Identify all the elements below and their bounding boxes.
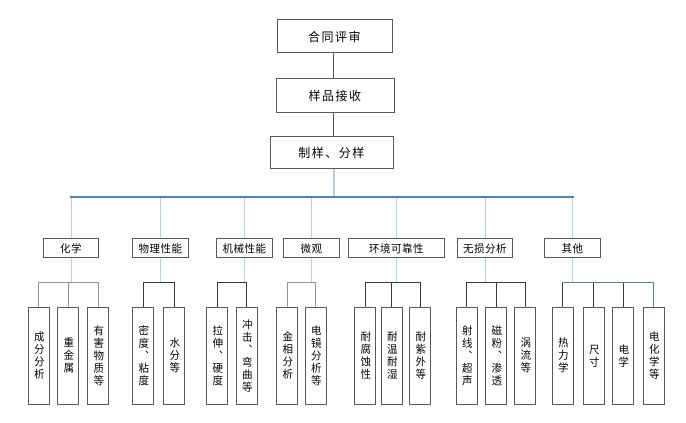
connector-line bbox=[572, 258, 573, 282]
connector-line bbox=[70, 196, 574, 198]
connector-line bbox=[562, 283, 563, 307]
mechanical-properties-leaf-2: 冲击、弯曲等 bbox=[235, 307, 258, 405]
connector-line bbox=[419, 283, 421, 307]
environment-reliability-leaf-3: 耐紫外等 bbox=[409, 307, 431, 405]
connector-line bbox=[142, 282, 175, 283]
connector-line bbox=[142, 283, 144, 307]
mechanical-properties-box: 机械性能 bbox=[216, 238, 273, 258]
connector-line bbox=[562, 282, 654, 283]
connector-line bbox=[216, 283, 218, 307]
sample-preparation-box: 制样、分样 bbox=[270, 136, 394, 169]
ndt-analysis-leaf-3: 涡流等 bbox=[514, 307, 536, 405]
chemistry-leaf-1: 成分分析 bbox=[27, 307, 50, 405]
others-leaf-1: 热力学 bbox=[551, 307, 574, 405]
connector-line bbox=[70, 258, 72, 282]
chemistry-leaf-3: 有害物质等 bbox=[87, 307, 109, 405]
environment-reliability-box: 环境可靠性 bbox=[348, 238, 445, 258]
connector-line bbox=[622, 283, 624, 307]
connector-line bbox=[593, 283, 594, 307]
connector-line bbox=[311, 258, 312, 282]
ndt-analysis-leaf-1: 射线、超声 bbox=[455, 307, 478, 405]
chemistry-leaf-2: 重金属 bbox=[57, 307, 79, 405]
connector-line bbox=[173, 283, 175, 307]
sample-receiving-box: 样品接收 bbox=[276, 78, 395, 113]
connector-line bbox=[38, 283, 39, 307]
others-leaf-4: 电化学等 bbox=[642, 307, 665, 405]
physical-properties-leaf-2: 水分等 bbox=[163, 307, 185, 405]
connector-line bbox=[333, 53, 334, 78]
contract-review-box: 合同评审 bbox=[277, 19, 393, 53]
connector-line bbox=[70, 198, 72, 238]
others-leaf-2: 尺寸 bbox=[582, 307, 605, 405]
micro-leaf-1: 金相分析 bbox=[276, 307, 298, 405]
physical-properties-leaf-1: 密度、粘度 bbox=[132, 307, 154, 405]
connector-line bbox=[333, 169, 335, 196]
connector-line bbox=[391, 283, 392, 307]
connector-line bbox=[38, 282, 99, 283]
connector-line bbox=[97, 283, 99, 307]
connector-line bbox=[484, 198, 486, 238]
micro-leaf-2: 电镜分析等 bbox=[304, 307, 327, 405]
ndt-analysis-leaf-2: 磁粉、渗透 bbox=[485, 307, 507, 405]
environment-reliability-leaf-2: 耐温耐湿 bbox=[380, 307, 403, 405]
connector-line bbox=[484, 258, 486, 282]
connector-line bbox=[364, 283, 366, 307]
connector-line bbox=[244, 198, 245, 238]
connector-line bbox=[311, 198, 312, 238]
connector-line bbox=[246, 283, 247, 307]
connector-line bbox=[396, 258, 397, 282]
mechanical-properties-leaf-1: 拉伸、硬度 bbox=[206, 307, 228, 405]
connector-line bbox=[67, 283, 69, 307]
others-leaf-3: 电学 bbox=[612, 307, 634, 405]
connector-line bbox=[244, 258, 245, 282]
connector-line bbox=[160, 198, 161, 238]
connector-line bbox=[333, 113, 334, 136]
connector-line bbox=[315, 283, 316, 307]
connector-line bbox=[396, 198, 397, 238]
connector-line bbox=[495, 283, 497, 307]
connector-line bbox=[286, 282, 316, 283]
ndt-analysis-box: 无损分析 bbox=[457, 238, 513, 258]
connector-line bbox=[466, 283, 467, 307]
connector-line bbox=[653, 283, 654, 307]
connector-line bbox=[524, 283, 526, 307]
connector-line bbox=[216, 282, 247, 283]
connector-line bbox=[286, 283, 288, 307]
physical-properties-box: 物理性能 bbox=[132, 238, 189, 258]
connector-line bbox=[160, 258, 161, 282]
connector-line bbox=[572, 198, 573, 238]
micro-box: 微观 bbox=[283, 238, 340, 258]
connector-line bbox=[364, 282, 421, 283]
chemistry-box: 化学 bbox=[43, 238, 99, 258]
connector-line bbox=[466, 282, 526, 283]
others-box: 其他 bbox=[544, 238, 601, 258]
environment-reliability-leaf-1: 耐腐蚀性 bbox=[354, 307, 376, 405]
